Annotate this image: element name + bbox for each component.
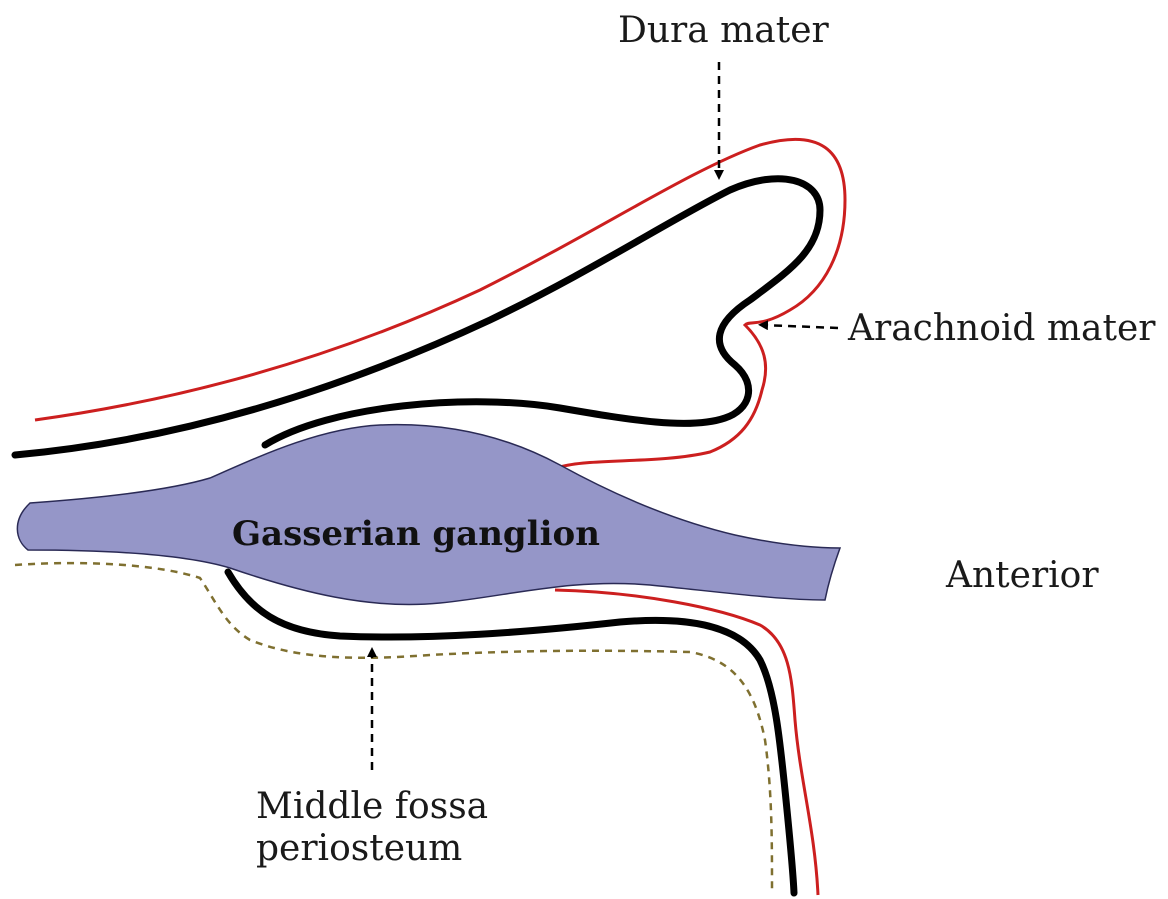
middle-fossa-periosteum-label-line1: Middle fossa bbox=[256, 786, 488, 827]
arachnoid-mater-arrow bbox=[763, 325, 838, 328]
dura-mater-label: Dura mater bbox=[618, 10, 830, 51]
middle-fossa-periosteum-label-line2: periosteum bbox=[256, 828, 462, 869]
gasserian-ganglion-label: Gasserian ganglion bbox=[232, 514, 600, 554]
arachnoid-mater-label: Arachnoid mater bbox=[847, 308, 1156, 349]
anterior-label: Anterior bbox=[945, 555, 1099, 596]
